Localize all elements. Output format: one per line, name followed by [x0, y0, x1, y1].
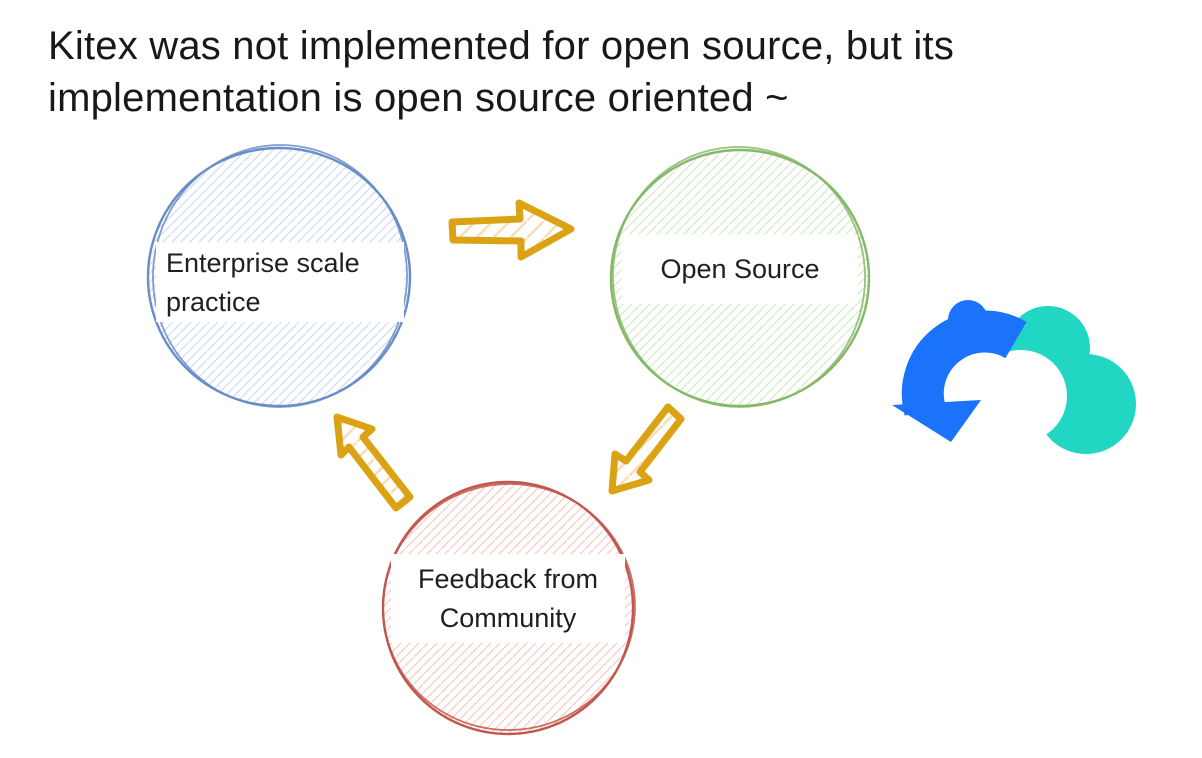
feedback-label-line-2: Community — [439, 603, 577, 633]
arrow-enterprise-to-opensource — [448, 199, 575, 261]
arrow-opensource-to-feedback — [608, 403, 685, 495]
logo-arrow-bump — [948, 300, 988, 340]
logo-white-notch — [975, 350, 1067, 442]
title-line-1: Kitex was not implemented for open sourc… — [48, 24, 955, 68]
opensource-label-line-1: Open Source — [660, 254, 820, 284]
opensource-circle-sketch — [612, 146, 866, 408]
logo-arrow-band — [901, 310, 1027, 416]
arrow-feedback-to-enterprise — [333, 413, 414, 512]
enterprise-circle-sketch — [152, 144, 408, 408]
node-label-opensource: Open Source — [622, 235, 858, 304]
cloudwego-logo — [892, 300, 1136, 454]
page-title: Kitex was not implemented for open sourc… — [48, 20, 954, 124]
feedback-circle-sketch — [382, 483, 636, 731]
logo-arrow-shape — [892, 300, 1027, 442]
node-label-feedback: Feedback from Community — [391, 554, 625, 643]
logo-arrowhead — [892, 400, 981, 442]
enterprise-label-line-2: practice — [166, 287, 261, 317]
title-line-2: implementation is open source oriented ~ — [48, 76, 789, 120]
feedback-label-line-1: Feedback from — [417, 564, 599, 594]
enterprise-label-line-1: Enterprise scale — [166, 248, 360, 278]
node-label-enterprise: Enterprise scale practice — [156, 242, 404, 322]
